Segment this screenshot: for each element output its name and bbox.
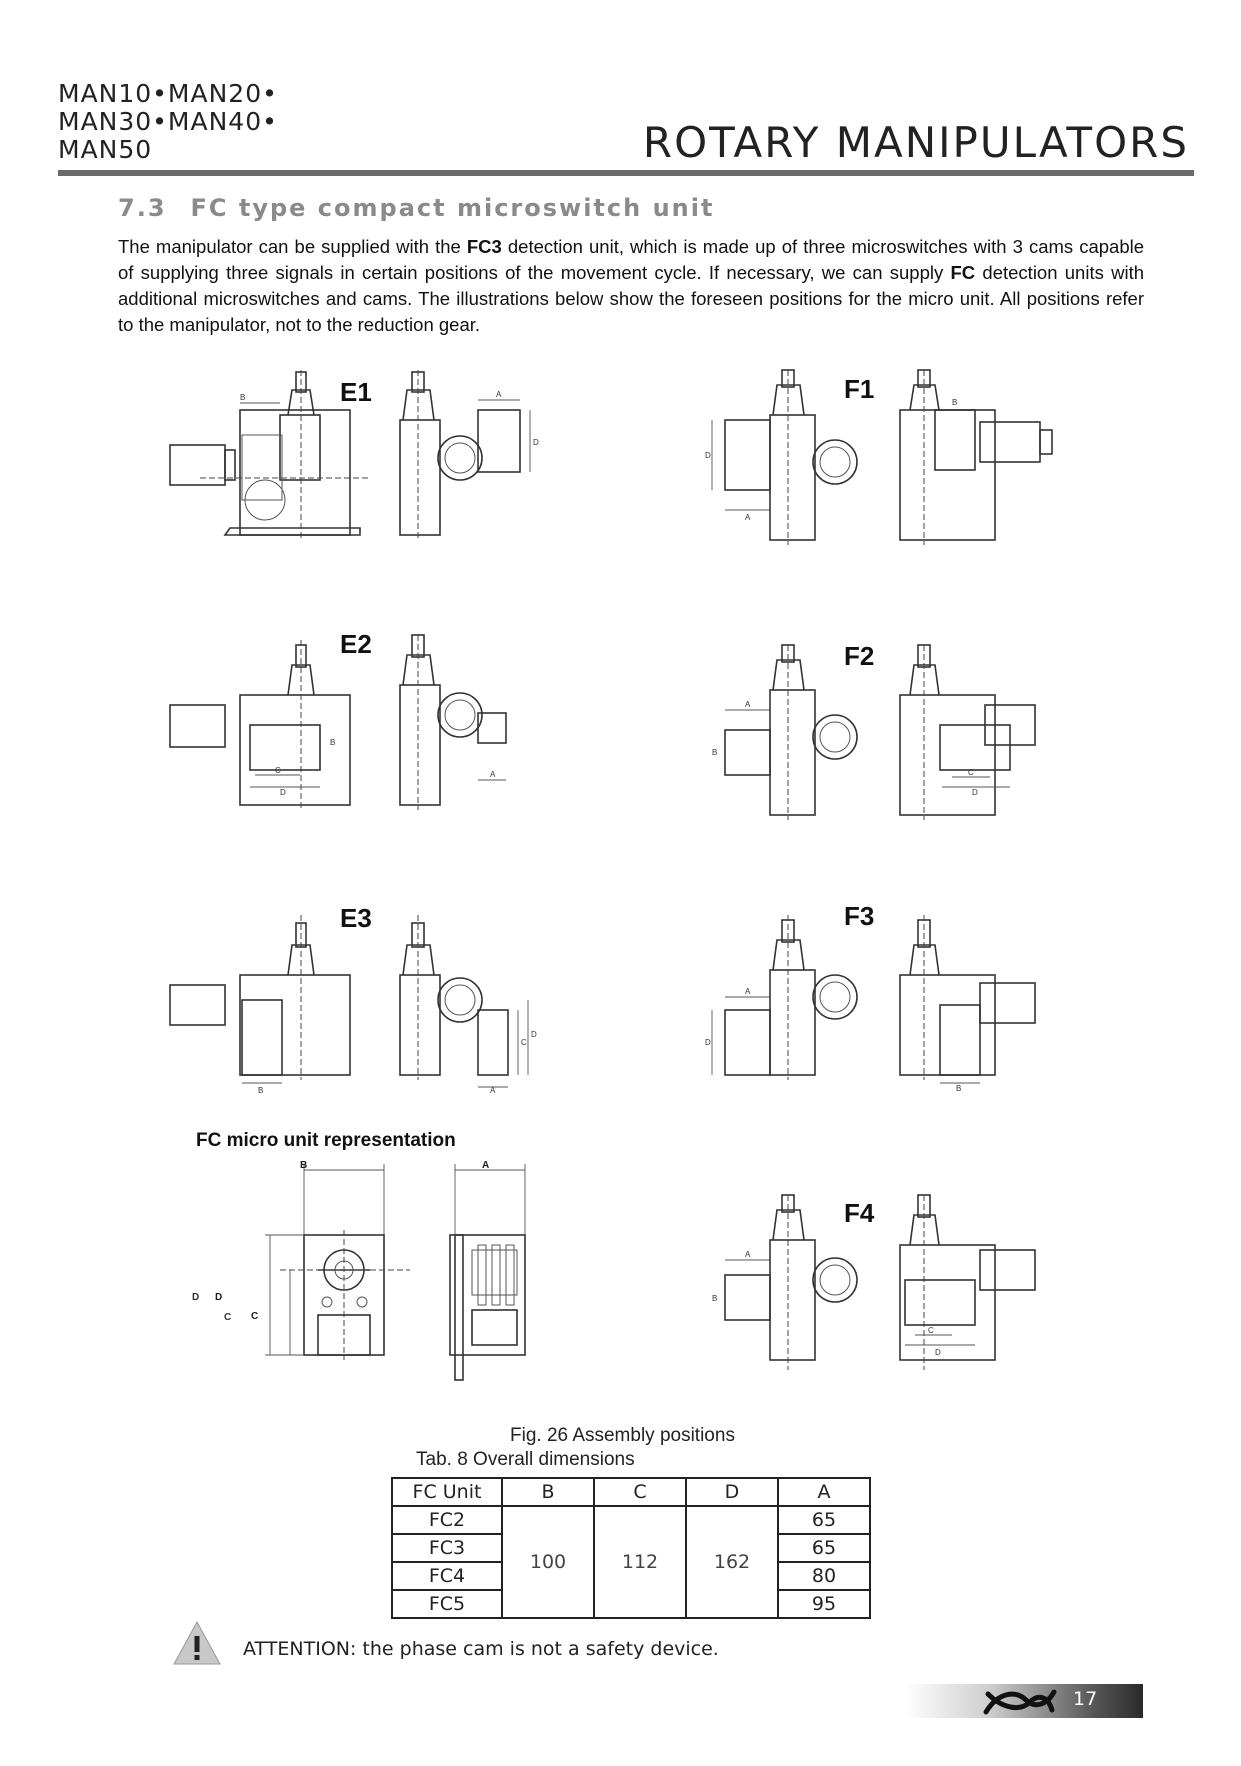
micro-dim-a: A [482, 1160, 490, 1171]
svg-text:A: A [745, 700, 751, 709]
svg-text:C: C [521, 1038, 527, 1047]
col-header-c: C [593, 1477, 687, 1507]
svg-text:C: C [224, 1312, 231, 1323]
section-heading: 7.3 FC type compact microswitch unit [118, 194, 738, 222]
page-title: ROTARY MANIPULATORS [642, 118, 1189, 167]
svg-text:D: D [935, 1348, 941, 1357]
col-header-unit: FC Unit [391, 1477, 503, 1507]
svg-text:D: D [280, 788, 286, 797]
svg-text:A: A [745, 1250, 751, 1259]
svg-text:B: B [712, 748, 717, 757]
drawing-f3: A D B [705, 915, 1036, 1093]
svg-text:B: B [258, 1086, 263, 1095]
svg-text:B: B [956, 1084, 961, 1093]
svg-text:B: B [712, 1294, 717, 1303]
svg-text:D: D [533, 438, 539, 447]
cell-unit: FC3 [391, 1533, 503, 1563]
intro-fc3: FC3 [466, 236, 502, 257]
page-number: 17 [1073, 1688, 1098, 1710]
table-row: FC4 80 [391, 1561, 871, 1591]
company-logo [983, 1689, 1057, 1715]
cell-b: 100 [501, 1505, 595, 1619]
cell-unit: FC5 [391, 1589, 503, 1619]
svg-text:D: D [531, 1030, 537, 1039]
label-e3: E3 [340, 903, 372, 933]
warning-icon [173, 1620, 221, 1665]
svg-text:C: C [968, 768, 974, 777]
model-line-1: MAN10•MAN20• [58, 79, 278, 108]
label-e1: E1 [340, 377, 372, 407]
svg-text:D: D [705, 1038, 711, 1047]
figure-caption: Fig. 26 Assembly positions [510, 1425, 735, 1446]
cell-unit: FC4 [391, 1561, 503, 1591]
model-line-3: MAN50 [58, 135, 153, 164]
svg-text:B: B [240, 393, 245, 402]
label-f4: F4 [844, 1198, 875, 1228]
dimensions-table: FC Unit B C D A FC2 100 112 162 65 FC3 6… [391, 1477, 871, 1619]
svg-text:D: D [972, 788, 978, 797]
cell-unit: FC2 [391, 1505, 503, 1535]
model-line-2: MAN30•MAN40• [58, 107, 278, 136]
drawing-e1: A D B [169, 370, 539, 540]
model-list: MAN10•MAN20• MAN30•MAN40• MAN50 [58, 80, 278, 164]
svg-text:A: A [490, 1086, 496, 1095]
micro-dim-d: D [215, 1292, 223, 1303]
section-number: 7.3 [118, 194, 167, 222]
attention-text: ATTENTION: the phase cam is not a safety… [243, 1638, 719, 1660]
svg-text:B: B [330, 738, 335, 747]
svg-text:B: B [952, 398, 957, 407]
table-row: FC2 100 112 162 65 [391, 1505, 871, 1619]
micro-unit-title: FC micro unit representation [196, 1130, 456, 1151]
micro-dim-b: B [300, 1160, 308, 1171]
label-e2: E2 [340, 629, 372, 659]
svg-text:C: C [928, 1326, 934, 1335]
svg-text:A: A [745, 987, 751, 996]
intro-text-2: detection unit, which is made up of thre… [118, 236, 1145, 283]
table-header-row: FC Unit B C D A [391, 1477, 871, 1507]
svg-text:D: D [192, 1292, 199, 1303]
section-title: FC type compact microswitch unit [190, 194, 715, 222]
svg-text:D: D [705, 451, 711, 460]
table-caption: Tab. 8 Overall dimensions [416, 1449, 635, 1470]
table-row: FC5 95 [391, 1589, 871, 1619]
svg-text:C: C [275, 766, 281, 775]
intro-text-3: detection units with additional microswi… [118, 262, 1144, 335]
cell-d: 162 [685, 1505, 779, 1619]
intro-text-1: The manipulator can be supplied with the [118, 236, 467, 257]
micro-dim-c: C [251, 1311, 259, 1322]
micro-unit-drawing: D C [192, 1164, 526, 1381]
col-header-d: D [685, 1477, 779, 1507]
label-f1: F1 [844, 374, 875, 404]
cell-a: 80 [777, 1561, 871, 1591]
cell-a: 95 [777, 1589, 871, 1619]
svg-text:A: A [496, 390, 502, 399]
drawing-e2: C D B A [169, 634, 507, 810]
col-header-a: A [777, 1477, 871, 1507]
table-row: FC3 65 [391, 1533, 871, 1563]
svg-text:A: A [745, 513, 751, 522]
drawing-e3: B C D A [169, 915, 537, 1095]
label-f2: F2 [844, 641, 875, 671]
header-rule [58, 170, 1194, 176]
cell-c: 112 [593, 1505, 687, 1619]
drawing-f1: D A B [705, 369, 1053, 545]
svg-text:A: A [490, 770, 496, 779]
intro-paragraph: The manipulator can be supplied with the… [118, 234, 1144, 338]
intro-fc: FC [950, 262, 976, 283]
drawing-f4: A B C D [712, 1194, 1036, 1370]
cell-a: 65 [777, 1533, 871, 1563]
drawing-f2: A B C D [712, 644, 1036, 820]
col-header-b: B [501, 1477, 595, 1507]
cell-a: 65 [777, 1505, 871, 1535]
label-f3: F3 [844, 901, 875, 931]
